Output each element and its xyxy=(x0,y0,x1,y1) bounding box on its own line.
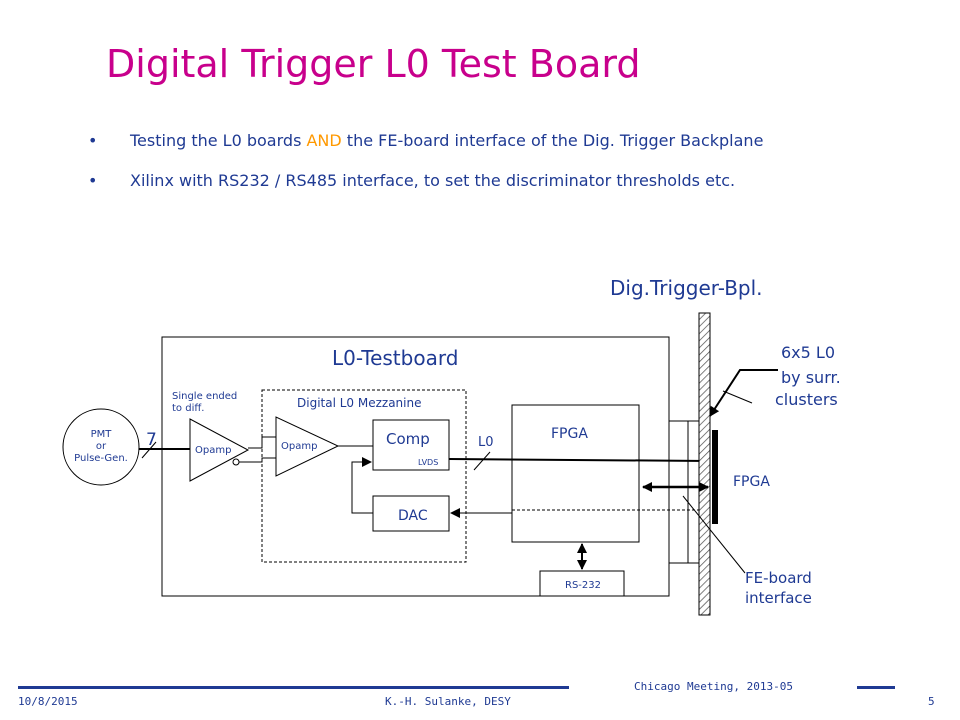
outer-fpga-bar xyxy=(712,430,718,524)
fpga-inner-box xyxy=(511,404,640,543)
cluster-label: clusters xyxy=(775,390,838,409)
comp-box xyxy=(372,419,450,471)
connector-box xyxy=(668,420,689,564)
cluster-label: by surr. xyxy=(781,368,841,387)
single-ended-label: to diff. xyxy=(172,403,204,414)
comp-label: Comp xyxy=(386,430,430,448)
footer-author: K.-H. Sulanke, DESY xyxy=(385,695,511,708)
opamp-1-label: Opamp xyxy=(195,445,231,456)
fe-board-label: interface xyxy=(745,589,812,607)
opamp-1-triangle xyxy=(189,418,250,482)
single-ended-label: Single ended xyxy=(172,391,237,402)
l0-cluster-arrow xyxy=(709,369,778,417)
bus-slash xyxy=(141,441,157,459)
connector-box xyxy=(687,420,700,564)
diff-line xyxy=(239,457,276,463)
rs232-box xyxy=(539,570,625,597)
testboard-box xyxy=(161,336,670,597)
bullet-list: • Testing the L0 boards AND the FE-board … xyxy=(88,128,763,208)
pmt-label: or xyxy=(96,441,107,452)
fpga-outer-label: FPGA xyxy=(733,474,770,490)
bullet-text-pre: Testing the L0 boards xyxy=(130,131,307,150)
fpga-inner-label: FPGA xyxy=(551,426,588,442)
mezzanine-label: Digital L0 Mezzanine xyxy=(297,396,421,410)
dac-label: DAC xyxy=(398,508,428,524)
inverting-output-icon xyxy=(232,458,240,466)
bus-slash xyxy=(722,390,753,404)
bullet-text: Xilinx with RS232 / RS485 interface, to … xyxy=(130,171,736,190)
channel-count: 7 xyxy=(146,430,157,450)
opamp-2-label: Opamp xyxy=(281,441,317,452)
pmt-label: PMT xyxy=(91,429,113,440)
lvds-label: LVDS xyxy=(418,458,438,467)
diff-line xyxy=(248,436,276,449)
bullet-item: • Xilinx with RS232 / RS485 interface, to… xyxy=(88,168,763,208)
pmt-circle xyxy=(62,408,140,486)
footer-divider xyxy=(857,686,895,689)
fe-board-label: FE-board xyxy=(745,569,812,587)
slide-title: Digital Trigger L0 Test Board xyxy=(106,42,641,86)
backplane-bar xyxy=(698,312,711,616)
bullet-item: • Testing the L0 boards AND the FE-board … xyxy=(88,128,763,168)
bullet-dot-icon: • xyxy=(88,131,98,150)
dac-feedback-arrow xyxy=(351,457,373,514)
bullet-highlight: AND xyxy=(306,131,342,150)
backplane-label: Dig.Trigger-Bpl. xyxy=(610,276,763,300)
pmt-label: Pulse-Gen. xyxy=(74,453,128,464)
l0-signal-label: L0 xyxy=(478,435,494,450)
footer-divider xyxy=(18,686,569,689)
l0-output-arrow xyxy=(448,455,709,466)
rs232-label: RS-232 xyxy=(565,580,601,591)
page-number: 5 xyxy=(928,695,935,708)
footer-meeting: Chicago Meeting, 2013-05 xyxy=(634,680,793,693)
footer-date: 10/8/2015 xyxy=(18,695,78,708)
opamp-2-triangle xyxy=(275,416,340,477)
fe-pointer-line xyxy=(682,495,746,574)
bullet-text-post: the FE-board interface of the Dig. Trigg… xyxy=(341,131,764,150)
testboard-label: L0-Testboard xyxy=(332,346,458,370)
bullet-dot-icon: • xyxy=(88,171,98,190)
cluster-label: 6x5 L0 xyxy=(781,343,835,362)
mezzanine-box xyxy=(261,389,467,563)
bus-slash xyxy=(473,451,491,471)
